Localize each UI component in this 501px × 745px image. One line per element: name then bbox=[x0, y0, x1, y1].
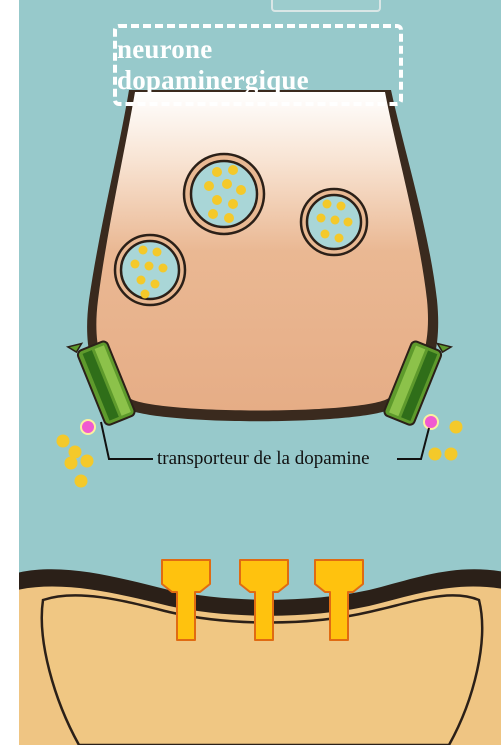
transporter-label: transporteur de la dopamine bbox=[153, 447, 374, 471]
vesicle-left bbox=[115, 235, 185, 305]
vesicle-top bbox=[184, 154, 264, 234]
dopamine-molecules-left bbox=[57, 435, 94, 488]
title-box: neurone dopaminergique bbox=[113, 24, 403, 106]
dopamine-receptors bbox=[162, 560, 363, 640]
synapse-illustration bbox=[19, 0, 501, 745]
synapse-diagram: neurone dopaminergique transporteur de l… bbox=[19, 0, 501, 745]
vesicle-right bbox=[301, 189, 367, 255]
diagram-title: neurone dopaminergique bbox=[117, 34, 399, 96]
